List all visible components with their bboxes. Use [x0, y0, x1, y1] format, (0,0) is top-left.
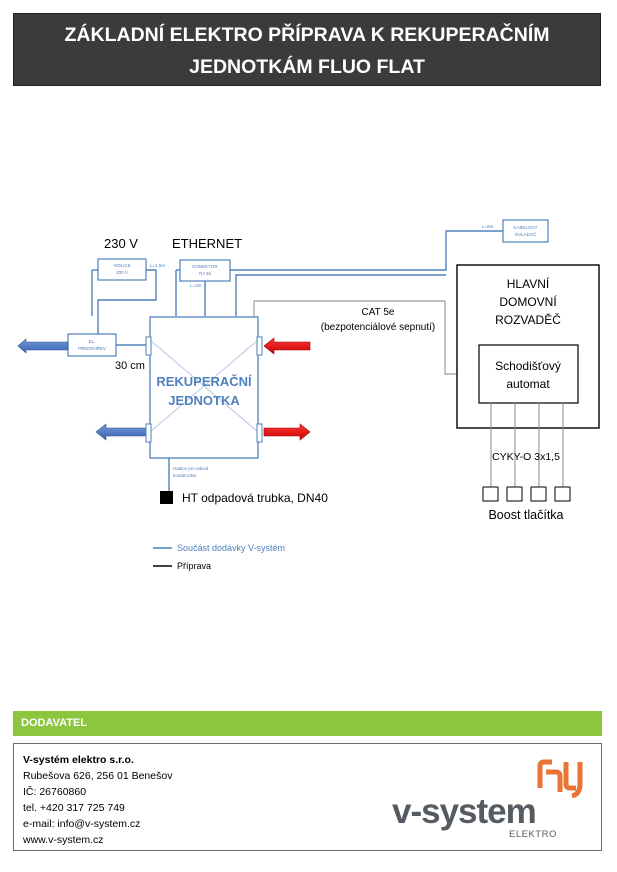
cat5-label-1: CAT 5e: [362, 307, 395, 318]
vidlice-length: L=1,5m: [150, 263, 165, 268]
predehrev-box: EL. PŘEDEHŘEV: [67, 333, 117, 357]
recuperation-unit: REKUPERAČNÍ JEDNOTKA: [145, 316, 263, 459]
title-bar: ZÁKLADNÍ ELEKTRO PŘÍPRAVA K REKUPERAČNÍM…: [13, 13, 601, 86]
ht-pipe-marker: [160, 491, 173, 504]
supplier-name: V-systém elektro s.r.o.: [23, 754, 134, 766]
supplier-box: V-systém elektro s.r.o. Rubešova 626, 25…: [13, 743, 602, 851]
supply-wiring: [91, 230, 503, 492]
legend: Součást dodávky V-systém Příprava: [153, 543, 285, 571]
supplier-contact: V-systém elektro s.r.o. Rubešova 626, 25…: [23, 752, 172, 848]
ht-pipe-label: HT odpadová trubka, DN40: [182, 491, 328, 505]
supplier-email[interactable]: e-mail: info@v-system.cz: [23, 818, 141, 830]
vidlice-label-2: 230 V: [116, 270, 128, 275]
vidlice-label-1: VIDLICE: [113, 263, 131, 268]
logo-text: v-system: [392, 792, 537, 831]
cable-label: CYKY-O 3x1,5: [492, 451, 560, 463]
ovladac-label-2: OVLADAČ: [515, 231, 537, 237]
title-line-2: JEDNOTKÁM FLUO FLAT: [189, 56, 425, 78]
konektor-length: L=2m: [190, 283, 202, 288]
supplier-address: Rubešova 626, 256 01 Benešov: [23, 770, 173, 782]
stair-timer-box: [478, 344, 579, 404]
unit-label-1: REKUPERAČNÍ: [156, 374, 252, 389]
label-ethernet: ETHERNET: [172, 236, 242, 251]
distance-label: 30 cm: [115, 360, 145, 372]
boost-buttons: [482, 486, 571, 502]
konektor-label-2: RJ 45: [199, 271, 211, 276]
panel-label-3: ROZVADĚČ: [495, 312, 561, 327]
hadice-label-1: Hadice pro odvod: [173, 466, 209, 471]
v-system-logo: v-system ELEKTRO: [392, 758, 592, 846]
ovladac-label-1: KABELOVÝ: [513, 224, 537, 230]
hadice-label-2: kondenzátu: [173, 473, 197, 478]
panel-label-1: HLAVNÍ: [507, 276, 550, 291]
supplier-web[interactable]: www.v-system.cz: [23, 834, 104, 846]
label-230v: 230 V: [104, 236, 138, 251]
cat5-label-2: (bezpotenciálové sepnutí): [321, 322, 436, 333]
supplier-ic: IČ: 26760860: [23, 786, 87, 798]
vidlice-box: VIDLICE 230 V: [97, 258, 147, 281]
arrow-blue-in: [17, 338, 69, 354]
logo-mark-icon: [537, 759, 583, 798]
supplier-phone: tel. +420 317 725 749: [23, 802, 125, 814]
arrow-blue-out: [95, 423, 147, 441]
title-line-1: ZÁKLADNÍ ELEKTRO PŘÍPRAVA K REKUPERAČNÍM: [64, 24, 550, 46]
main-panel: HLAVNÍ DOMOVNÍ ROZVADĚČ Schodišťový auto…: [456, 264, 600, 429]
konektor-box: KONEKTOR RJ 45: [179, 259, 231, 282]
predehrev-label-2: PŘEDEHŘEV: [78, 344, 106, 351]
ovladac-box: KABELOVÝ OVLADAČ: [502, 219, 549, 243]
arrow-red-out: [263, 423, 311, 441]
unit-label-2: JEDNOTKA: [168, 393, 240, 408]
legend-black-label: Příprava: [177, 561, 211, 571]
cyky-cables: [490, 403, 564, 487]
logo-subtext: ELEKTRO: [509, 829, 557, 840]
automat-label-2: automat: [506, 377, 550, 391]
panel-label-2: DOMOVNÍ: [499, 294, 557, 309]
automat-label-1: Schodišťový: [495, 359, 561, 373]
boost-label: Boost tlačítka: [488, 508, 563, 522]
legend-blue-label: Součást dodávky V-systém: [177, 543, 285, 553]
supplier-header: DODAVATEL: [13, 711, 602, 736]
arrow-red-in: [263, 337, 311, 355]
konektor-label-1: KONEKTOR: [192, 264, 218, 269]
ovladac-length: L=6m: [482, 224, 494, 229]
predehrev-label-1: EL.: [89, 339, 96, 344]
wiring-diagram: 230 V ETHERNET VIDLICE 230 V L=1,5m KONE…: [17, 219, 600, 571]
